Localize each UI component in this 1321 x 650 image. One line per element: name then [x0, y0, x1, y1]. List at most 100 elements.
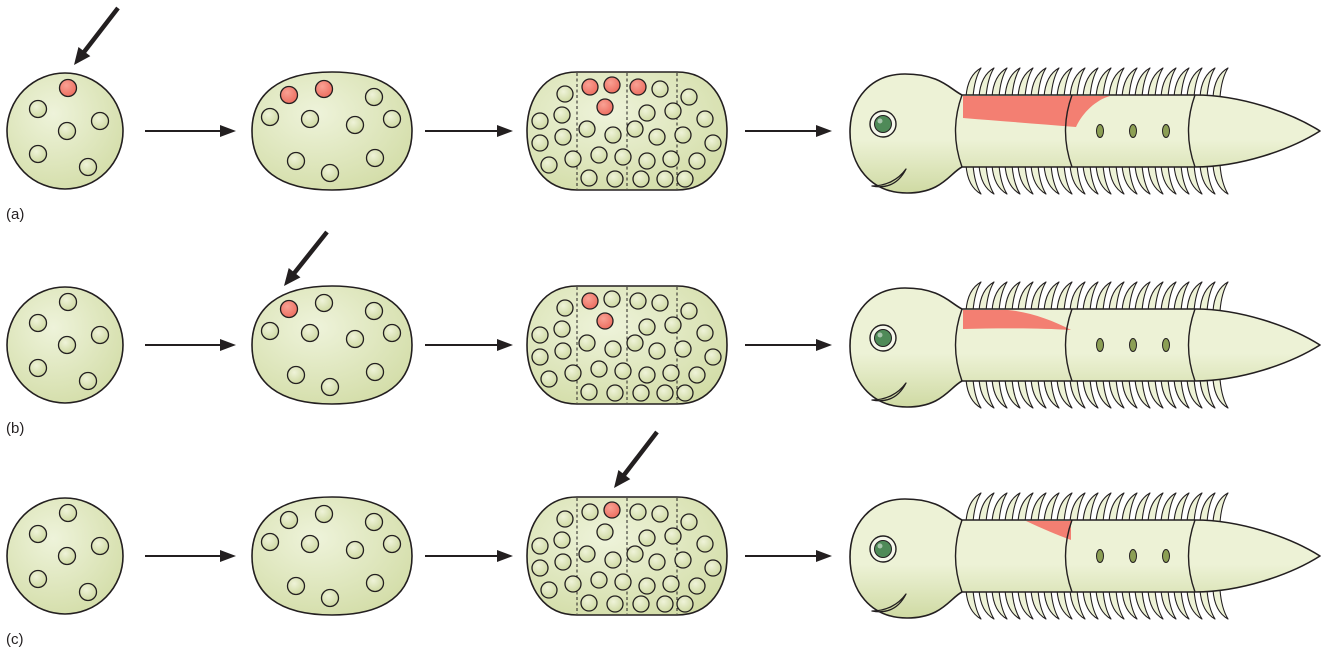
nucleus — [532, 560, 548, 576]
larva-spine — [1187, 68, 1202, 97]
nucleus — [322, 379, 339, 396]
nucleus — [92, 327, 109, 344]
larva-spine — [979, 165, 994, 194]
larva-spine — [1148, 590, 1163, 619]
nucleus — [30, 571, 47, 588]
nucleus — [657, 171, 673, 187]
larva-spine — [1096, 165, 1111, 194]
larva — [850, 493, 1320, 619]
nucleus — [627, 121, 643, 137]
larva-spine — [1057, 165, 1072, 194]
nucleus — [532, 538, 548, 554]
nucleus — [581, 595, 597, 611]
stage-arrow-head — [220, 339, 236, 351]
nucleus — [565, 576, 581, 592]
larva-spine — [979, 282, 994, 311]
nucleus — [565, 151, 581, 167]
nucleus — [554, 321, 570, 337]
larva-spine — [1096, 379, 1111, 408]
marked-nucleus — [597, 99, 613, 115]
larva-spine — [1161, 165, 1176, 194]
marked-nucleus — [281, 301, 298, 318]
larva-spine — [1122, 493, 1137, 522]
nucleus — [627, 335, 643, 351]
larva-spine — [966, 590, 981, 619]
larva-eye-highlight — [878, 544, 883, 549]
nucleus — [384, 325, 401, 342]
larva-spine — [1018, 165, 1033, 194]
nucleus — [665, 528, 681, 544]
nucleus — [532, 113, 548, 129]
nucleus — [639, 319, 655, 335]
larva-spine — [1044, 379, 1059, 408]
nucleus — [649, 554, 665, 570]
nucleus — [367, 575, 384, 592]
larva-spine — [1044, 68, 1059, 97]
larva-spine — [992, 282, 1007, 311]
larva-spine — [1161, 282, 1176, 311]
larva-spine — [1044, 282, 1059, 311]
larva-spine — [1174, 493, 1189, 522]
nucleus — [605, 552, 621, 568]
larva-spine — [1122, 68, 1137, 97]
nucleus — [597, 524, 613, 540]
larva-spine — [1122, 379, 1137, 408]
larva-spine — [1200, 165, 1215, 194]
larva-spine — [1148, 379, 1163, 408]
nucleus — [663, 365, 679, 381]
larva-spine — [1005, 379, 1020, 408]
larva-spine — [1031, 493, 1046, 522]
larva-spine — [1018, 68, 1033, 97]
nucleus — [665, 317, 681, 333]
larva-spine — [1109, 493, 1124, 522]
nucleus — [607, 385, 623, 401]
larva-spine — [1083, 282, 1098, 311]
embryo-stage-3 — [527, 286, 727, 404]
nucleus — [607, 596, 623, 612]
nucleus — [92, 538, 109, 555]
larva-spine — [1200, 68, 1215, 97]
larva-spine — [1148, 493, 1163, 522]
stage-arrow-head — [816, 125, 832, 137]
stage-arrow-head — [816, 339, 832, 351]
embryo-stage-3 — [527, 72, 727, 190]
larva-spine — [979, 590, 994, 619]
nucleus — [302, 536, 319, 553]
nucleus — [302, 111, 319, 128]
nucleus — [705, 560, 721, 576]
nucleus — [288, 367, 305, 384]
larva-spine — [992, 493, 1007, 522]
larva-spiracle — [1097, 339, 1104, 352]
stage-arrow-head — [497, 339, 513, 351]
embryo-stage-1 — [7, 498, 123, 614]
nucleus — [384, 111, 401, 128]
embryo-stage-2 — [252, 72, 412, 190]
nucleus — [281, 512, 298, 529]
larva-spine — [1161, 493, 1176, 522]
nucleus — [579, 546, 595, 562]
nucleus — [302, 325, 319, 342]
stage-arrow — [145, 550, 236, 562]
marked-nucleus — [60, 80, 77, 97]
marked-nucleus — [604, 77, 620, 93]
nucleus — [639, 105, 655, 121]
marked-nucleus — [281, 87, 298, 104]
nucleus — [705, 135, 721, 151]
nucleus — [347, 117, 364, 134]
larva-spine — [1187, 493, 1202, 522]
larva-spine — [966, 165, 981, 194]
nucleus — [555, 343, 571, 359]
nucleus — [652, 506, 668, 522]
nucleus — [581, 170, 597, 186]
larva-spine — [1057, 282, 1072, 311]
larva-spine — [1005, 68, 1020, 97]
larva-spiracle — [1130, 339, 1137, 352]
panel-c-artwork — [7, 432, 1320, 619]
nucleus — [605, 127, 621, 143]
larva-spine — [1187, 165, 1202, 194]
stage-arrow — [745, 125, 832, 137]
larva-spine — [1044, 590, 1059, 619]
larva-spine — [1200, 282, 1215, 311]
larva — [850, 282, 1320, 408]
larva-spine — [1200, 379, 1215, 408]
